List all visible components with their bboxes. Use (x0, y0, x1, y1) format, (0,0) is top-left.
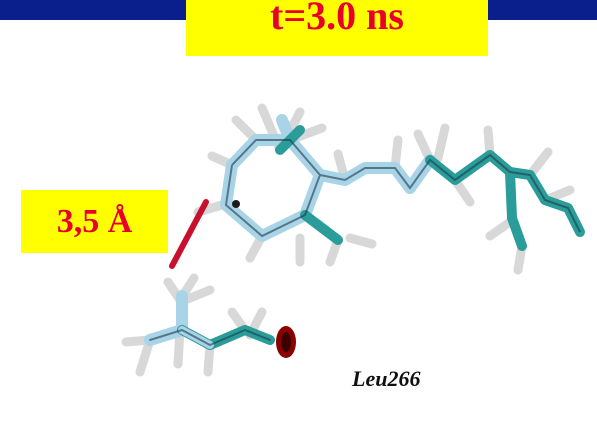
retinal-outline (224, 139, 581, 238)
time-text: t=3.0 ns (270, 0, 404, 38)
distance-label: 3,5 Å (21, 190, 168, 253)
leucine-bonds (144, 290, 275, 350)
retinal-carbon-atom (232, 200, 240, 208)
distance-text: 3,5 Å (56, 203, 133, 240)
leucine-hydrogens (121, 273, 267, 377)
distance-line (169, 199, 209, 269)
retinal-bonds-teal (275, 125, 585, 251)
residue-label: Leu266 (352, 366, 421, 391)
time-label: t=3.0 ns (186, 0, 488, 56)
leucine-oxygen (276, 326, 296, 358)
